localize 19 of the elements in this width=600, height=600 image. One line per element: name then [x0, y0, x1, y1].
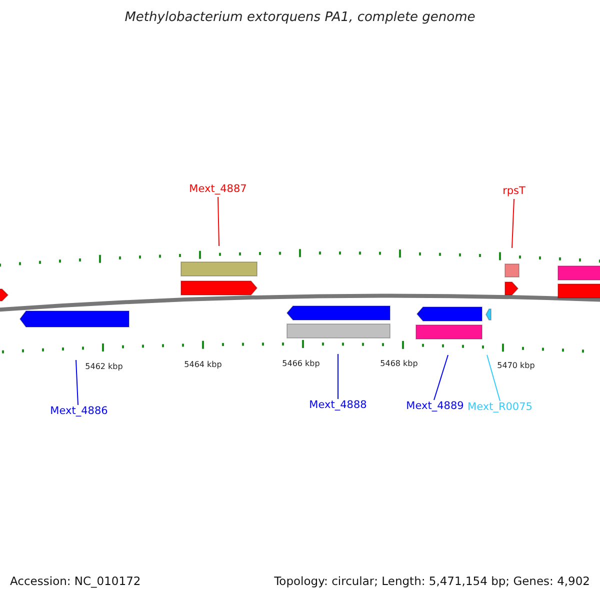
gene-label: Mext_4888 [309, 399, 367, 411]
leader-line [218, 196, 220, 246]
gene-label: Mext_4886 [50, 405, 108, 417]
scale-label: 5462 kbp [85, 362, 123, 371]
scale-label: 5468 kbp [380, 359, 418, 368]
scale-label: 5466 kbp [282, 359, 320, 368]
footer-text: Topology: circular; Length: 5,471,154 bp; Genes: 4,902 [274, 574, 590, 588]
leader-line [434, 354, 448, 400]
leader-line [486, 354, 500, 402]
scale-label: 5470 kbp [497, 361, 535, 370]
diagram-title: Methylobacterium extorquens PA1, complete genome [124, 10, 476, 25]
gene-label: Mext_R0075 [468, 401, 532, 413]
leader-line [512, 198, 514, 248]
gene-label: Mext_4889 [406, 400, 464, 412]
scale-label: 5464 kbp [184, 360, 222, 369]
gene-label: Mext_4887 [189, 183, 247, 195]
footer-text: Accession: NC_010172 [10, 574, 141, 588]
gene-label: rpsT [502, 185, 526, 197]
leader-line [76, 360, 78, 406]
